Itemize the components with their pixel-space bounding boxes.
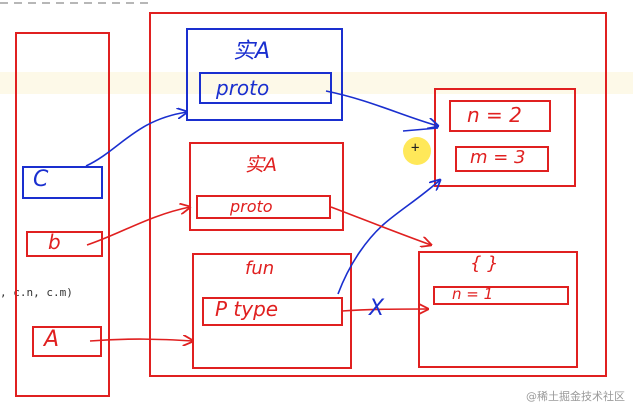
instance-mid-proto-box: [196, 195, 331, 219]
instance-mid-box: [189, 142, 344, 231]
instance-mid-proto-label: proto: [230, 197, 273, 216]
proto-object-box: [434, 88, 576, 187]
stack-label-b: b: [48, 230, 61, 254]
empty-field-n-box: [433, 286, 569, 305]
mouse-cursor-highlight: [403, 137, 431, 165]
proto-field-n: n = 2: [467, 103, 522, 127]
cross-mark: X: [369, 296, 385, 321]
arrow-c-to-instance-top: [85, 112, 187, 167]
stack-var-a: [32, 326, 102, 357]
instance-top-proto-box: [199, 72, 332, 104]
blue-underline-mark: [402, 127, 439, 132]
stack-label-a: A: [44, 327, 60, 352]
instance-top-box: [186, 28, 343, 121]
code-fragment: , c.n, c.m): [0, 286, 73, 299]
function-title: fun: [245, 258, 275, 279]
function-ptype-box: [202, 297, 343, 326]
arrow-b-to-instance-mid: [86, 207, 190, 246]
arrow-top-proto-to-proto-object: [325, 90, 438, 126]
arrow-mid-proto-to-empty-object: [330, 206, 431, 245]
watermark: @稀土掘金技术社区: [526, 390, 625, 403]
instance-top-title: 实A: [233, 39, 271, 64]
proto-field-n-box: [449, 100, 551, 132]
stack-label-c: C: [33, 167, 49, 192]
instance-top-proto-label: proto: [216, 76, 270, 100]
proto-field-m: m = 3: [470, 147, 526, 168]
dashed-divider: [0, 2, 150, 4]
empty-object-title: { }: [470, 253, 499, 274]
stack-frame: [15, 32, 110, 397]
stack-var-c: [22, 166, 103, 199]
function-ptype-label: P type: [215, 297, 279, 321]
proto-field-m-box: [455, 146, 549, 172]
instance-mid-title: 实A: [245, 154, 277, 176]
arrow-ptype-to-empty-object-crossed: [341, 309, 428, 311]
stack-var-b: [26, 231, 103, 257]
empty-field-n: n = 1: [452, 285, 494, 303]
arrow-a-to-function: [89, 339, 193, 341]
arrow-ptype-to-proto-object: [337, 180, 440, 295]
heap-frame: [149, 12, 607, 377]
